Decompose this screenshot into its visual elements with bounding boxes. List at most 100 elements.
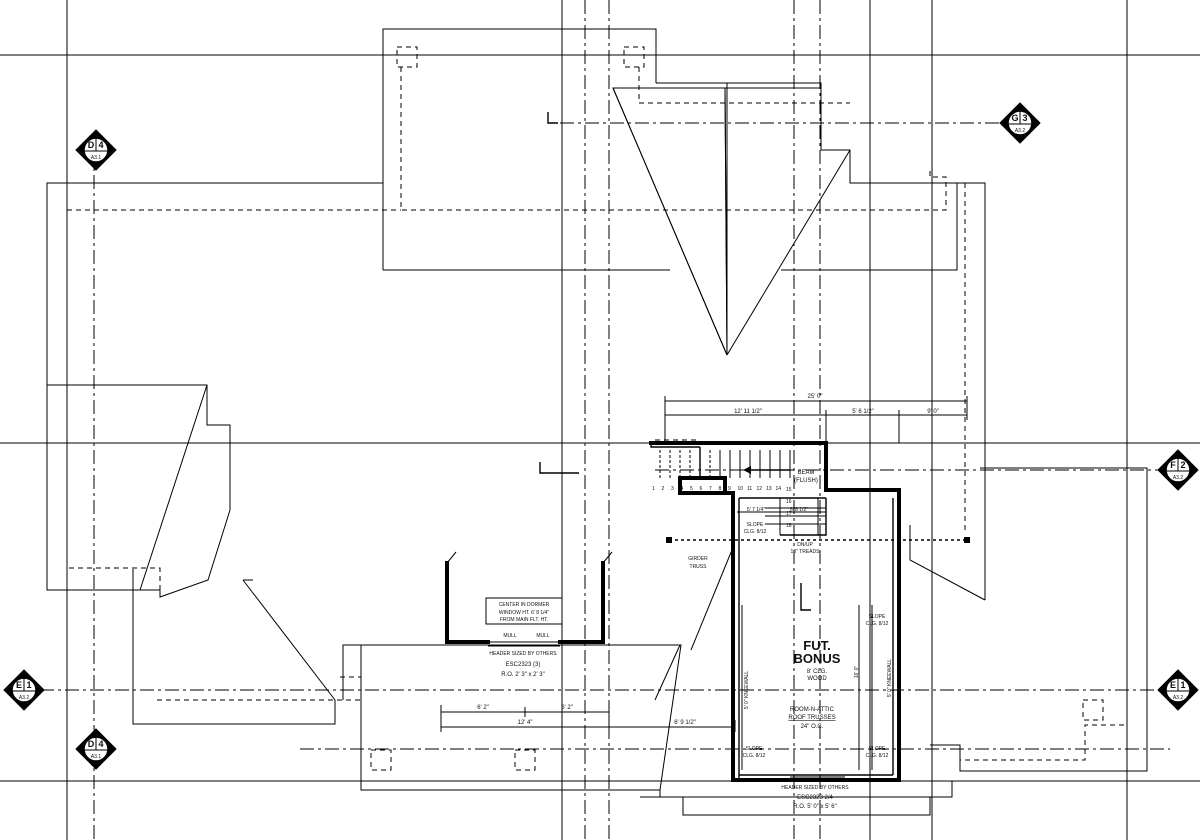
truss-note-line1: ROOM-N-ATTIC — [790, 707, 835, 713]
stair-number: 2 — [662, 486, 665, 492]
bonus-window — [790, 776, 845, 780]
girder-note-line2: TRUSS — [690, 564, 708, 570]
stair-number: 3 — [671, 486, 674, 492]
room-name-line2: BONUS — [794, 651, 841, 666]
svg-text:D: D — [88, 140, 95, 150]
dim-top-seg1: 12' 11 1/2" — [734, 409, 762, 415]
dormer-note: CENTER IN DORMER WINDOW HT. 6' 8 1/4" FR… — [485, 597, 563, 678]
dormer-note-line1: CENTER IN DORMER — [499, 602, 550, 608]
mull-left-label: MULL — [503, 633, 517, 639]
dormer-walls — [445, 551, 613, 647]
svg-text:F: F — [1170, 460, 1176, 470]
dim-stair-right: 6' 8 1/2" — [790, 507, 808, 513]
svg-text:G: G — [1011, 113, 1018, 123]
room-ceiling: 8' CLG. — [807, 669, 827, 675]
dim-vert-right: 5' 0" KNEEWALL — [887, 659, 893, 697]
svg-text:A3.2: A3.2 — [1173, 475, 1184, 481]
stair-note-line2: 10" TREADS — [791, 549, 821, 555]
header-note-2: HEADER SIZED BY OTHERS — [781, 785, 849, 791]
dim-overall-top: 25' 0" — [808, 394, 823, 400]
slope-notes: SLOPE CLG. 8/12 SLOPE CLG. 8/12 SLOPE CL… — [743, 522, 889, 759]
svg-text:4: 4 — [98, 739, 103, 749]
dim-stair-left: 5' 7 1/4" — [747, 507, 765, 513]
stair-number: 4 — [681, 486, 684, 492]
svg-text:4: 4 — [98, 140, 103, 150]
dim-vert-mid: 16' 0" — [854, 666, 860, 679]
svg-text:E: E — [1170, 680, 1176, 690]
mull-right-label: MULL — [536, 633, 550, 639]
svg-text:1: 1 — [1180, 680, 1185, 690]
svg-text:2: 2 — [1180, 460, 1185, 470]
svg-text:E: E — [16, 680, 22, 690]
window-1-ro: R.O. 2' 3" x 2' 3" — [501, 672, 545, 678]
svg-text:D: D — [88, 739, 95, 749]
slope-bl-line2: CLG. 8/12 — [743, 753, 766, 759]
lower-walls-dashed — [66, 46, 1128, 771]
svg-text:A3.1: A3.1 — [91, 155, 102, 161]
stair-number: 13 — [766, 486, 772, 492]
window-1-label: ESC2323 (3) — [506, 662, 541, 668]
svg-text:A3.1: A3.1 — [91, 754, 102, 760]
stair-number: 16 — [786, 499, 792, 505]
bonus-window-note: HEADER SIZED BY OTHERS ESC2323 2/4 R.O. … — [781, 785, 849, 810]
slope-tr-line2: CLG. 8/12 — [866, 621, 889, 627]
stair-number: 14 — [776, 486, 782, 492]
header-note-1: HEADER SIZED BY OTHERS — [489, 651, 557, 657]
stair-treads — [659, 450, 791, 478]
dim-bottom-seg2: 6' 2" — [561, 705, 573, 711]
beam-note-line2: (FLUSH) — [794, 478, 818, 484]
stair-number: 18 — [786, 523, 792, 529]
room-name-line1: FUT. — [803, 638, 830, 653]
room-ceiling-material: WOOD — [807, 676, 827, 682]
dormer-note-line3: FROM MAIN FLT. HT. — [500, 617, 548, 623]
slope-tl-line1: SLOPE — [747, 522, 764, 528]
dimension-lines — [440, 396, 968, 732]
stair-number: 8 — [719, 486, 722, 492]
stair-note-line1: DN/UP — [797, 542, 813, 548]
stair-number: 5 — [690, 486, 693, 492]
girder-truss-line — [666, 537, 970, 543]
dimension-labels: 25' 0" 12' 11 1/2" 5' 6 1/2" 9' 0" 5' 7 … — [477, 394, 939, 726]
bonus-room-walls — [649, 441, 901, 782]
stair-number: 12 — [757, 486, 763, 492]
slope-br-line2: CLG. 8/12 — [866, 753, 889, 759]
svg-text:1: 1 — [26, 680, 31, 690]
svg-text:A3.2: A3.2 — [19, 695, 30, 701]
slope-br-line1: SLOPE — [869, 746, 886, 752]
truss-spacing: 24" O.C. — [801, 724, 824, 730]
dim-bottom-total: 12' 4" — [518, 720, 533, 726]
svg-text:A3.2: A3.2 — [1173, 695, 1184, 701]
dim-bottom-right: 6' 9 1/2" — [674, 720, 696, 726]
stair-number: 10 — [738, 486, 744, 492]
svg-text:A3.2: A3.2 — [1015, 128, 1026, 134]
stair-number: 7 — [709, 486, 712, 492]
stair-direction-arrow — [743, 466, 790, 474]
dim-bottom-seg1: 6' 2" — [477, 705, 489, 711]
svg-text:3: 3 — [1022, 113, 1027, 123]
window-2-label: ESC2323 2/4 — [797, 795, 833, 801]
roof-outline — [46, 28, 1148, 816]
truss-note-line2: ROOF TRUSSES — [788, 715, 835, 721]
dim-vert-left: 5' 0" KNEEWALL — [744, 671, 750, 709]
girder-note-line1: GIRDER — [688, 556, 708, 562]
stair-number: 6 — [700, 486, 703, 492]
stair-number: 11 — [747, 486, 752, 492]
slope-tr-line1: SLOPE — [869, 614, 886, 620]
stair-number: 17 — [786, 511, 792, 517]
room-label: FUT. BONUS 8' CLG. WOOD ROOM-N-ATTIC ROO… — [788, 638, 840, 730]
window-2-ro: R.O. 5' 0" x 5' 6" — [793, 804, 837, 810]
stair-number: 9 — [728, 486, 731, 492]
slope-bl-line1: SLOPE — [746, 746, 763, 752]
slope-tl-line2: CLG. 8/12 — [744, 529, 767, 535]
beam-note-line1: BEAM — [797, 470, 814, 476]
dim-top-seg3: 9' 0" — [927, 409, 939, 415]
